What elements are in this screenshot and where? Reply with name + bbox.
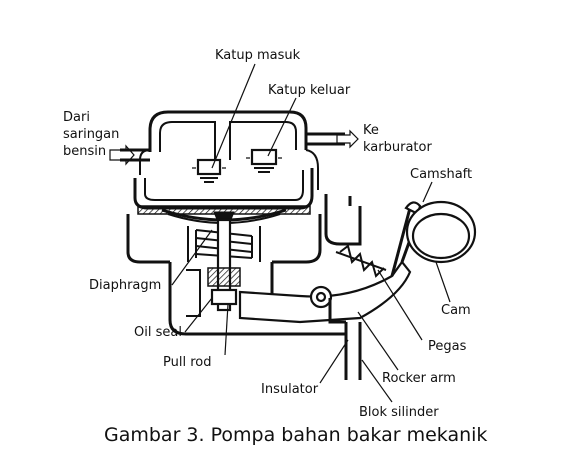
label-ke-1: Ke (363, 123, 379, 138)
label-dari-2: saringan (63, 127, 119, 142)
labels: Katup masuk Katup keluar Dari saringan b… (63, 48, 487, 446)
pull-rod (207, 218, 241, 312)
label-katup-keluar: Katup keluar (268, 83, 351, 98)
label-katup-masuk: Katup masuk (215, 48, 301, 63)
label-cam: Cam (441, 303, 471, 318)
return-spring (335, 244, 387, 278)
intake-valve (192, 158, 226, 183)
figure-caption: Gambar 3. Pompa bahan bakar mekanik (104, 424, 487, 446)
label-pull-rod: Pull rod (163, 355, 211, 370)
label-dari-1: Dari (63, 110, 90, 125)
label-dari-3: bensin (63, 144, 106, 159)
label-pegas: Pegas (428, 339, 467, 354)
label-ke-2: karburator (363, 140, 432, 155)
leader-lines (171, 63, 451, 403)
label-diaphragm: Diaphragm (89, 278, 161, 293)
cylinder-block (292, 194, 362, 380)
label-camshaft: Camshaft (410, 167, 472, 182)
label-rocker-arm: Rocker arm (382, 371, 456, 386)
rocker-arm (238, 201, 422, 324)
pump-upper-housing (120, 110, 345, 210)
label-oil-seal: Oil seal (134, 325, 182, 340)
fuel-flow-arrows (109, 129, 359, 166)
label-blok-silinder: Blok silinder (359, 405, 439, 420)
label-insulator: Insulator (261, 382, 319, 397)
outlet-valve (246, 148, 282, 173)
cam (405, 200, 477, 264)
